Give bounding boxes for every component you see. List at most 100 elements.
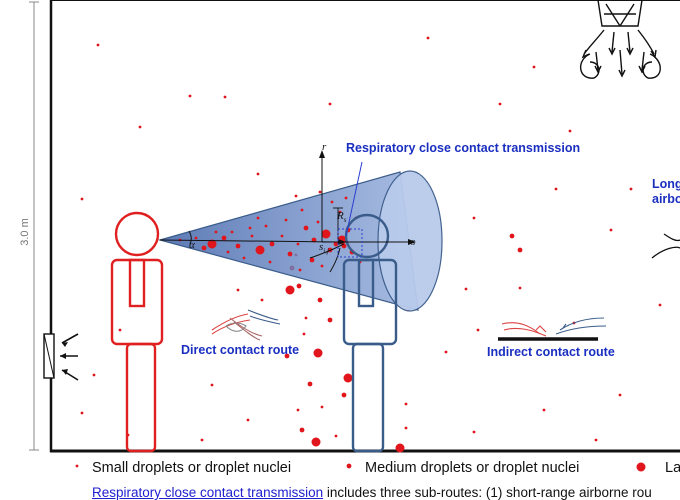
droplet <box>472 430 476 434</box>
droplet <box>303 225 309 231</box>
droplet <box>284 218 288 222</box>
droplet <box>299 427 305 433</box>
alpha-label: α <box>189 239 195 251</box>
droplet <box>629 187 633 191</box>
droplet <box>311 437 321 447</box>
droplet <box>80 197 84 201</box>
rs-main: R <box>336 210 344 222</box>
legend-small-label: Small droplets or droplet nuclei <box>92 460 291 476</box>
droplet <box>260 298 264 302</box>
long-range-label-line2: airbo <box>652 192 680 206</box>
droplet <box>330 200 334 204</box>
droplet <box>554 187 558 191</box>
droplet <box>226 250 230 254</box>
droplet <box>235 243 241 249</box>
droplet <box>404 402 408 406</box>
infected-person <box>110 211 164 453</box>
droplet <box>532 65 536 69</box>
droplet <box>517 247 523 253</box>
droplet <box>118 328 122 332</box>
droplet <box>280 234 284 238</box>
droplet <box>518 286 522 290</box>
wall-vent-icon <box>43 333 79 381</box>
rs-sub: s <box>344 216 347 224</box>
droplet <box>341 392 347 398</box>
height-label: 3.0 m <box>19 218 31 246</box>
droplet <box>333 241 339 247</box>
cone-droplets <box>178 190 362 272</box>
droplet <box>200 438 204 442</box>
airflow-swirl <box>651 233 680 259</box>
droplet <box>201 245 207 251</box>
droplet <box>609 228 613 232</box>
coordinate-axes: r s α Rs si,j <box>159 141 416 273</box>
droplet <box>210 383 214 387</box>
droplet <box>287 251 293 257</box>
droplet <box>242 256 246 260</box>
droplet <box>248 226 252 230</box>
droplet <box>207 239 217 249</box>
droplet <box>285 285 295 295</box>
sij-main: s <box>319 241 323 253</box>
droplet <box>334 434 338 438</box>
long-range-label-line1: Long <box>652 177 680 191</box>
caption: Respiratory close contact transmission i… <box>92 485 680 500</box>
droplet <box>395 443 405 453</box>
legend-large-label: La <box>665 460 680 476</box>
droplet <box>256 172 260 176</box>
droplet <box>92 373 96 377</box>
droplet <box>294 194 298 198</box>
droplet <box>296 242 300 246</box>
droplet <box>250 234 254 238</box>
legend-medium-marker <box>346 463 352 469</box>
rs-label: Rs <box>336 210 347 224</box>
droplet <box>464 287 468 291</box>
droplet <box>269 241 275 247</box>
legend-large-marker <box>636 462 646 472</box>
droplet <box>304 316 308 320</box>
exhaled-jet-cone <box>157 170 443 312</box>
droplet <box>328 102 332 106</box>
droplet <box>138 125 142 129</box>
droplet <box>343 373 353 383</box>
droplet <box>296 408 300 412</box>
droplet <box>320 405 324 409</box>
droplet <box>311 237 317 243</box>
droplet <box>338 210 342 214</box>
r-axis-label: r <box>322 141 327 153</box>
caption-text: includes three sub-routes: (1) short-ran… <box>323 485 652 500</box>
droplet <box>594 438 598 442</box>
droplet <box>307 381 313 387</box>
droplet <box>321 229 331 239</box>
droplet <box>658 303 662 307</box>
droplet <box>472 216 476 220</box>
droplet <box>236 288 240 292</box>
droplet <box>214 230 218 234</box>
droplet <box>568 129 572 133</box>
surface-touch-icon <box>498 317 607 341</box>
droplet <box>223 95 227 99</box>
droplet <box>264 224 268 228</box>
droplet <box>246 418 250 422</box>
droplet <box>327 317 333 323</box>
droplet <box>230 230 234 234</box>
height-dimension: 3.0 m <box>19 1 39 451</box>
droplet <box>318 190 322 194</box>
droplet <box>542 408 546 412</box>
droplet <box>618 393 622 397</box>
droplet <box>221 235 227 241</box>
direct-contact-label: Direct contact route <box>181 343 299 357</box>
sij-label: si,j <box>319 241 329 255</box>
droplet <box>498 102 502 106</box>
droplet <box>300 208 304 212</box>
respiratory-close-contact-label: Respiratory close contact transmission <box>346 141 580 155</box>
droplet <box>302 332 306 336</box>
droplet <box>316 220 320 224</box>
legend: Small droplets or droplet nuclei Medium … <box>75 460 680 476</box>
droplet <box>298 268 302 272</box>
droplet <box>268 260 272 264</box>
droplet <box>255 245 265 255</box>
ceiling-diffuser-icon <box>580 0 661 79</box>
droplet <box>309 257 315 263</box>
